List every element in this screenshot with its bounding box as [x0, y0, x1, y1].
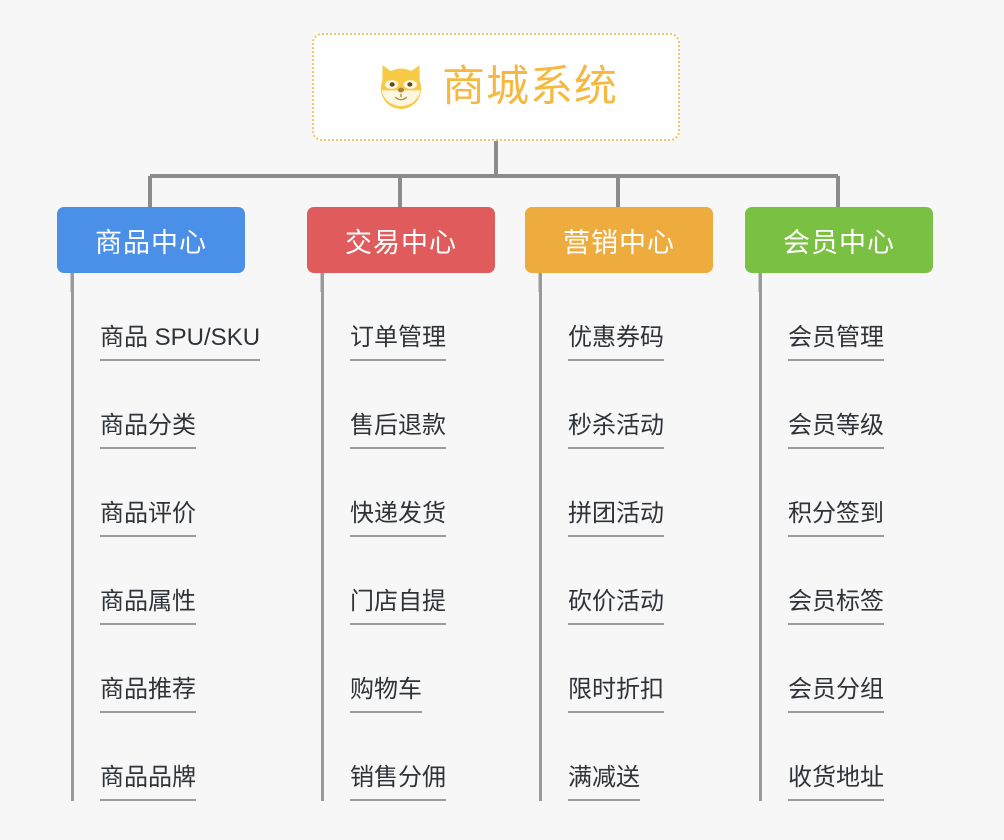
list-item[interactable]: 拼团活动 [539, 449, 713, 537]
category-header-shangpin-zhongxin[interactable]: 商品中心 [57, 207, 245, 273]
list-item[interactable]: 砍价活动 [539, 537, 713, 625]
leaf-label: 限时折扣 [568, 676, 664, 713]
list-item[interactable]: 订单管理 [321, 273, 495, 361]
leaf-label: 会员等级 [788, 412, 884, 449]
leaf-label: 优惠券码 [568, 324, 664, 361]
list-item[interactable]: 秒杀活动 [539, 361, 713, 449]
list-item[interactable]: 销售分佣 [321, 713, 495, 801]
list-item[interactable]: 会员标签 [759, 537, 933, 625]
leaf-label: 商品分类 [100, 412, 196, 449]
list-item[interactable]: 商品分类 [71, 361, 245, 449]
category-header-label: 会员中心 [783, 227, 895, 258]
category-column-huiyuan: 会员中心 会员管理 会员等级 积分签到 会员标签 会员分组 [745, 207, 933, 801]
category-header-label: 商品中心 [95, 227, 207, 258]
leaf-label: 收货地址 [788, 764, 884, 801]
leaf-label: 秒杀活动 [568, 412, 664, 449]
list-item[interactable]: 会员分组 [759, 625, 933, 713]
list-item[interactable]: 优惠券码 [539, 273, 713, 361]
leaf-label: 商品品牌 [100, 764, 196, 801]
leaf-list: 订单管理 售后退款 快递发货 门店自提 购物车 销售分佣 [321, 273, 495, 801]
leaf-label: 售后退款 [350, 412, 446, 449]
category-header-label: 营销中心 [563, 227, 675, 258]
category-header-label: 交易中心 [345, 227, 457, 258]
list-item[interactable]: 售后退款 [321, 361, 495, 449]
leaf-label: 商品评价 [100, 500, 196, 537]
list-item[interactable]: 商品属性 [71, 537, 245, 625]
category-column-yingxiao: 营销中心 优惠券码 秒杀活动 拼团活动 砍价活动 限时折扣 [525, 207, 713, 801]
list-item[interactable]: 商品推荐 [71, 625, 245, 713]
leaf-label: 快递发货 [350, 500, 446, 537]
list-item[interactable]: 商品品牌 [71, 713, 245, 801]
leaf-label: 商品 SPU/SKU [100, 324, 261, 361]
list-item[interactable]: 收货地址 [759, 713, 933, 801]
leaf-label: 商品推荐 [100, 676, 196, 713]
leaf-label: 拼团活动 [568, 500, 664, 537]
leaf-label: 销售分佣 [350, 764, 446, 801]
list-item[interactable]: 快递发货 [321, 449, 495, 537]
leaf-list: 优惠券码 秒杀活动 拼团活动 砍价活动 限时折扣 满减送 [539, 273, 713, 801]
list-item[interactable]: 积分签到 [759, 449, 933, 537]
leaf-label: 门店自提 [350, 588, 446, 625]
leaf-label: 会员管理 [788, 324, 884, 361]
list-item[interactable]: 限时折扣 [539, 625, 713, 713]
leaf-list: 商品 SPU/SKU 商品分类 商品评价 商品属性 商品推荐 商品品牌 [71, 273, 261, 801]
list-item[interactable]: 商品评价 [71, 449, 245, 537]
category-column-jiaoyi: 交易中心 订单管理 售后退款 快递发货 门店自提 购物车 [307, 207, 495, 801]
category-columns: 商品中心 商品 SPU/SKU 商品分类 商品评价 商品属性 商品推荐 [0, 207, 1004, 840]
category-header-yingxiao-zhongxin[interactable]: 营销中心 [525, 207, 713, 273]
leaf-label: 满减送 [568, 764, 640, 801]
leaf-label: 积分签到 [788, 500, 884, 537]
shiba-dog-face-icon [380, 65, 422, 109]
leaf-label: 会员分组 [788, 676, 884, 713]
leaf-label: 购物车 [350, 676, 422, 713]
list-item[interactable]: 满减送 [539, 713, 713, 801]
list-item[interactable]: 门店自提 [321, 537, 495, 625]
category-column-shangpin: 商品中心 商品 SPU/SKU 商品分类 商品评价 商品属性 商品推荐 [57, 207, 261, 801]
list-item[interactable]: 会员管理 [759, 273, 933, 361]
leaf-label: 订单管理 [350, 324, 446, 361]
list-item[interactable]: 会员等级 [759, 361, 933, 449]
leaf-label: 商品属性 [100, 588, 196, 625]
root-node-label: 商城系统 [442, 62, 618, 111]
root-node[interactable]: 商城系统 [312, 33, 680, 141]
leaf-list: 会员管理 会员等级 积分签到 会员标签 会员分组 收货地址 [759, 273, 933, 801]
leaf-label: 砍价活动 [568, 588, 664, 625]
leaf-label: 会员标签 [788, 588, 884, 625]
category-header-huiyuan-zhongxin[interactable]: 会员中心 [745, 207, 933, 273]
category-header-jiaoyi-zhongxin[interactable]: 交易中心 [307, 207, 495, 273]
list-item[interactable]: 商品 SPU/SKU [71, 273, 261, 361]
list-item[interactable]: 购物车 [321, 625, 495, 713]
